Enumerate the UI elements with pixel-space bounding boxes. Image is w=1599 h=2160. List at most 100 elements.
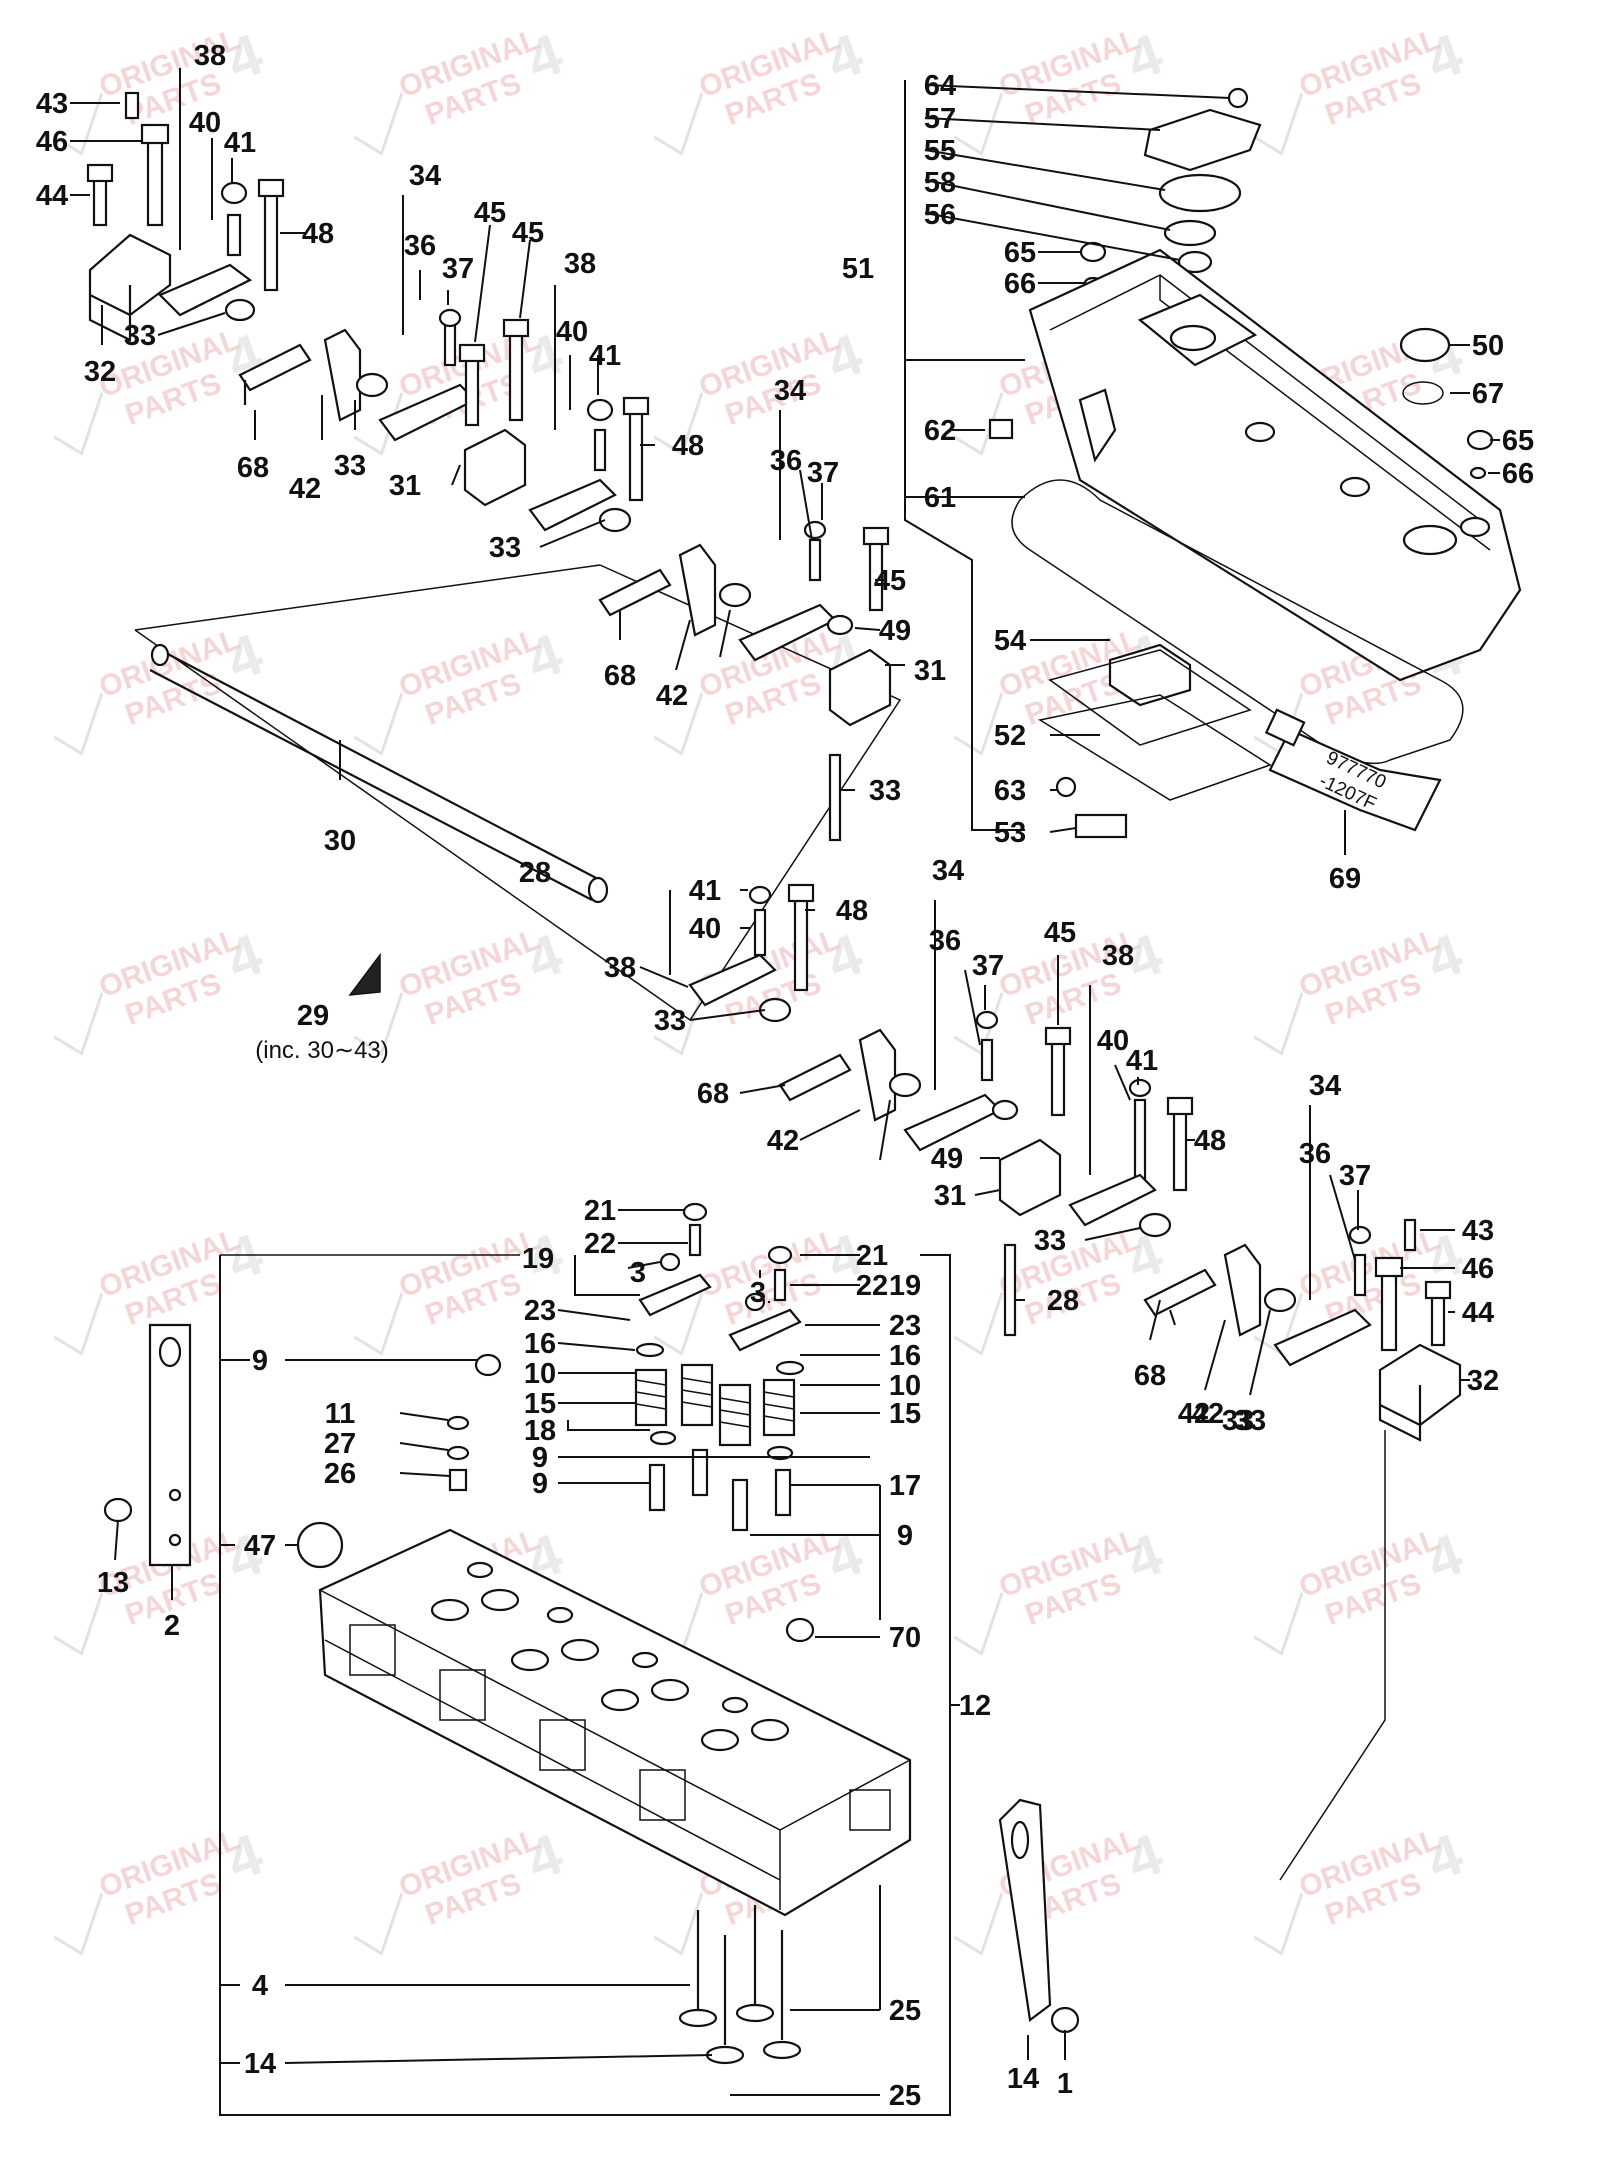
callout-16: 16	[524, 1328, 556, 1360]
watermark-check-icon	[1253, 1592, 1304, 1656]
element-54	[1108, 643, 1192, 707]
callout-11: 11	[325, 1398, 356, 1430]
hanger-1	[998, 1798, 1052, 2022]
callout-41: 41	[689, 875, 721, 907]
watermark-check-icon	[53, 992, 104, 1056]
callout-37: 37	[442, 253, 474, 285]
callout-33: 33	[124, 320, 156, 352]
adjust-screw-40	[226, 213, 242, 257]
adjust-screw-36d	[1353, 1253, 1367, 1297]
callout-45: 45	[512, 217, 544, 249]
callout-53: 53	[994, 817, 1026, 849]
callout-46: 46	[1462, 1253, 1494, 1285]
bolt-head-48c	[787, 883, 815, 903]
callout-labels: 4346443238404133486842333436374545384041…	[36, 40, 1534, 2112]
callout-18: 18	[524, 1415, 556, 1447]
rocker-arm-38b	[528, 478, 617, 532]
cover-plate-57	[1143, 108, 1262, 172]
diaphragm-55	[1158, 173, 1242, 213]
callout-41: 41	[224, 127, 256, 159]
callout-9: 9	[532, 1468, 548, 1500]
seat-18	[649, 1430, 677, 1446]
spring-washer-33f	[888, 1072, 922, 1098]
callout-36: 36	[1299, 1138, 1331, 1170]
rocker-arm-38	[158, 263, 253, 317]
nut-37c	[975, 1010, 999, 1030]
callout-31: 31	[914, 655, 946, 687]
bolt-head-45	[458, 343, 486, 363]
callout-36: 36	[404, 230, 436, 262]
oil-fill-port	[1402, 524, 1458, 556]
plug-62	[988, 418, 1014, 440]
leader-lines	[70, 68, 1500, 2096]
callout-49: 49	[931, 1143, 963, 1175]
watermark-check-icon	[1253, 992, 1304, 1056]
spring-washer-33g	[1138, 1212, 1172, 1238]
callout-3: 3	[630, 1257, 646, 1289]
callout-33: 33	[1222, 1405, 1254, 1437]
callout-33: 33	[489, 532, 521, 564]
watermark-check-icon	[953, 1292, 1004, 1356]
callout-15: 15	[889, 1398, 921, 1430]
plug-47	[448, 1468, 468, 1492]
callout-57: 57	[924, 103, 956, 135]
bolt-head-48b	[622, 396, 650, 416]
callout-44: 44	[1462, 1297, 1494, 1329]
callout-61: 61	[924, 482, 956, 514]
bolt-45b	[508, 328, 524, 422]
callout-32: 32	[1467, 1365, 1499, 1397]
bolt-48b	[628, 408, 644, 502]
bracket-68	[238, 343, 312, 405]
nut-41c	[748, 885, 772, 905]
callout-38: 38	[1102, 940, 1134, 972]
callout-44: 44	[36, 180, 68, 212]
callout-4: 4	[252, 1970, 268, 2002]
bolt-65b	[1466, 429, 1494, 451]
callout-41: 41	[589, 340, 621, 372]
callout-22: 22	[856, 1270, 888, 1302]
callout-42: 42	[289, 473, 321, 505]
bolt-head-44b	[1424, 1280, 1452, 1300]
adjust-screw-40b	[593, 428, 607, 472]
callout-10: 10	[889, 1370, 921, 1402]
callout-68: 68	[604, 660, 636, 692]
bolt-45	[464, 353, 480, 427]
callout-70: 70	[889, 1622, 921, 1654]
watermark-check-icon	[53, 692, 104, 756]
bolt-44	[92, 173, 108, 227]
spring-washer-33	[224, 298, 256, 322]
bolt-head-45c	[862, 526, 890, 546]
o-ring-27	[446, 1415, 470, 1431]
callout-66: 66	[1502, 458, 1534, 490]
adjust-screw-40c	[753, 908, 767, 957]
callout-48: 48	[836, 895, 868, 927]
bolt-46	[146, 133, 164, 227]
bolt-48	[263, 188, 279, 292]
retainer-16b	[775, 1360, 805, 1376]
callout-52: 52	[994, 720, 1026, 752]
callout-32: 32	[84, 356, 116, 388]
bolt-head-45b	[502, 318, 530, 338]
callout-23: 23	[889, 1310, 921, 1342]
cap-3	[659, 1252, 681, 1272]
rocker-support-32	[88, 233, 172, 342]
callout-64: 64	[924, 70, 956, 102]
rocker-arm-38d	[1068, 1173, 1157, 1227]
valve-cover-body	[1028, 248, 1522, 682]
watermark-check-icon	[953, 1892, 1004, 1956]
callout-17: 17	[889, 1470, 921, 1502]
separator-53	[1074, 813, 1128, 839]
watermark-check-icon	[53, 1892, 104, 1956]
bracket-42d	[1223, 1243, 1262, 1337]
spring-15a	[634, 1368, 668, 1427]
callout-30: 30	[324, 825, 356, 857]
bolt-2	[103, 1497, 133, 1523]
bridge-19	[638, 1273, 712, 1317]
callout-42: 42	[767, 1125, 799, 1157]
callout-27: 27	[324, 1428, 356, 1460]
